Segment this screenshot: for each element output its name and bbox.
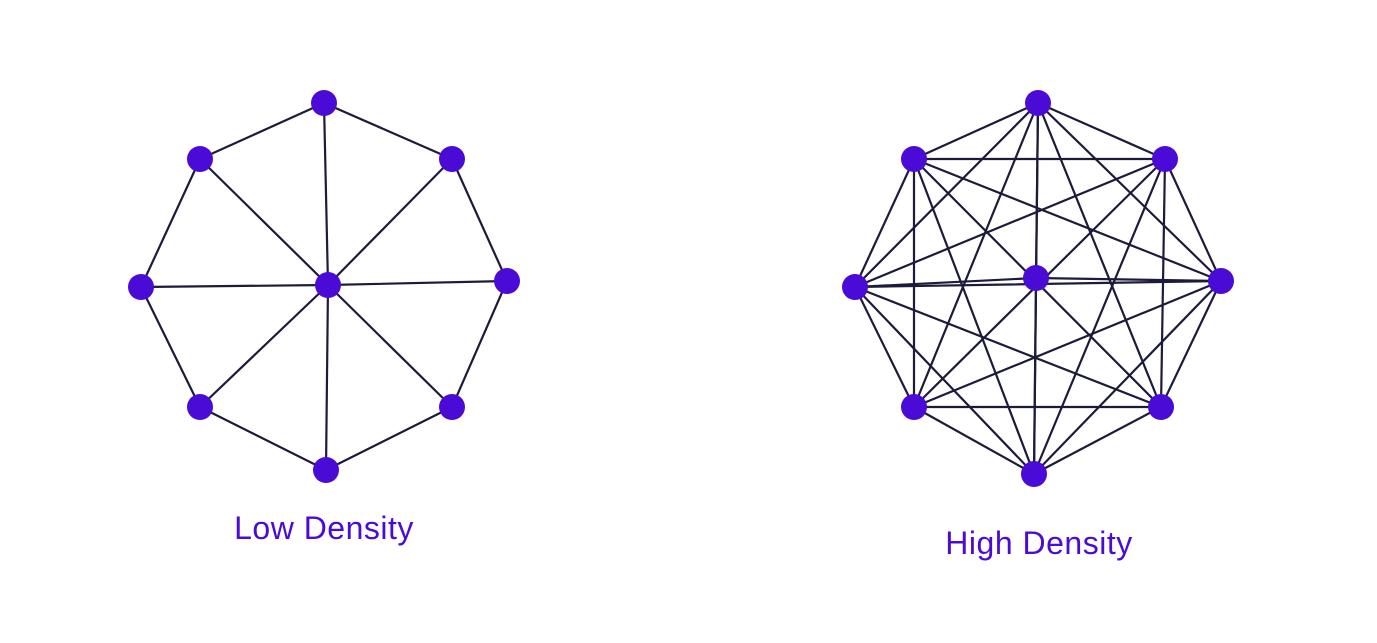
low-density-nodes (128, 90, 520, 483)
low-density-edge-right-bottom-right (450, 279, 509, 409)
high-density-edge-center-right (1034, 276, 1223, 283)
low-density-edge-bottom-right-bottom (324, 405, 454, 472)
high-density-node-bottom (1021, 461, 1047, 487)
high-density-edge-top-right-bottom (1032, 157, 1167, 476)
high-density-node-top-left (901, 146, 927, 172)
low-density-node-top-right (439, 146, 465, 172)
high-density-edge-bottom-right-left (853, 285, 1163, 409)
low-density-node-bottom-right (439, 394, 465, 420)
low-density-edge-top-left-top (198, 101, 326, 161)
low-density-node-center (315, 272, 341, 298)
high-density-edge-right-top-left (912, 157, 1223, 283)
high-density-edge-top-right (1036, 101, 1223, 283)
high-density-edge-bottom-right-bottom (1032, 405, 1163, 476)
high-density-edge-top-bottom-left (912, 101, 1040, 409)
high-density-node-bottom-left (901, 394, 927, 420)
low-density-node-top-left (187, 146, 213, 172)
low-density-node-top (311, 90, 337, 116)
low-density-edge-bottom-left-left (139, 285, 202, 409)
high-density-graph: High Density (842, 90, 1234, 561)
high-density-edge-center-bottom (1032, 276, 1038, 476)
high-density-edge-top-left (853, 101, 1040, 289)
high-density-label: High Density (945, 525, 1132, 561)
high-density-edge-bottom-left (853, 285, 1036, 476)
high-density-edge-top-right-left (853, 157, 1167, 289)
high-density-node-bottom-right (1148, 394, 1174, 420)
low-density-edge-top-top-right (322, 101, 454, 161)
low-density-edge-center-top (322, 101, 330, 287)
low-density-edge-center-bottom-right (326, 283, 454, 409)
high-density-edge-center-top (1034, 101, 1040, 280)
low-density-node-bottom-left (187, 394, 213, 420)
low-density-edge-center-bottom-left (198, 283, 330, 409)
high-density-edges (853, 101, 1223, 476)
low-density-graph: Low Density (128, 90, 520, 546)
low-density-edge-left-top-left (139, 157, 202, 289)
low-density-edge-center-right (326, 279, 509, 287)
high-density-node-right (1208, 268, 1234, 294)
high-density-edge-top-bottom-right (1036, 101, 1163, 409)
low-density-node-bottom (313, 457, 339, 483)
low-density-node-right (494, 268, 520, 294)
high-density-edge-bottom-bottom-left (912, 405, 1036, 476)
low-density-edge-bottom-bottom-left (198, 405, 328, 472)
high-density-node-left (842, 274, 868, 300)
low-density-edges (139, 101, 509, 472)
high-density-edge-left-top-left (853, 157, 916, 289)
low-density-label: Low Density (234, 510, 414, 546)
high-density-node-top (1025, 90, 1051, 116)
low-density-edge-center-top-right (326, 157, 454, 287)
low-density-edge-top-right-right (450, 157, 509, 283)
high-density-node-center (1023, 265, 1049, 291)
high-density-edge-right-bottom (1032, 279, 1223, 476)
high-density-edge-right-bottom-left (912, 279, 1223, 409)
low-density-edge-center-left (139, 283, 330, 289)
high-density-edge-top-top-right (1036, 101, 1167, 161)
high-density-edge-bottom-top-left (912, 157, 1036, 476)
high-density-edge-top-right-right (1163, 157, 1223, 283)
high-density-nodes (842, 90, 1234, 487)
low-density-edge-center-top-left (198, 157, 330, 287)
high-density-edge-bottom-left-left (853, 285, 916, 409)
high-density-edge-right-bottom-right (1159, 279, 1223, 409)
high-density-edge-top-top-left (912, 101, 1040, 161)
low-density-node-left (128, 274, 154, 300)
high-density-node-top-right (1152, 146, 1178, 172)
high-density-edge-center-left (853, 276, 1038, 289)
low-density-edge-center-bottom (324, 283, 330, 472)
